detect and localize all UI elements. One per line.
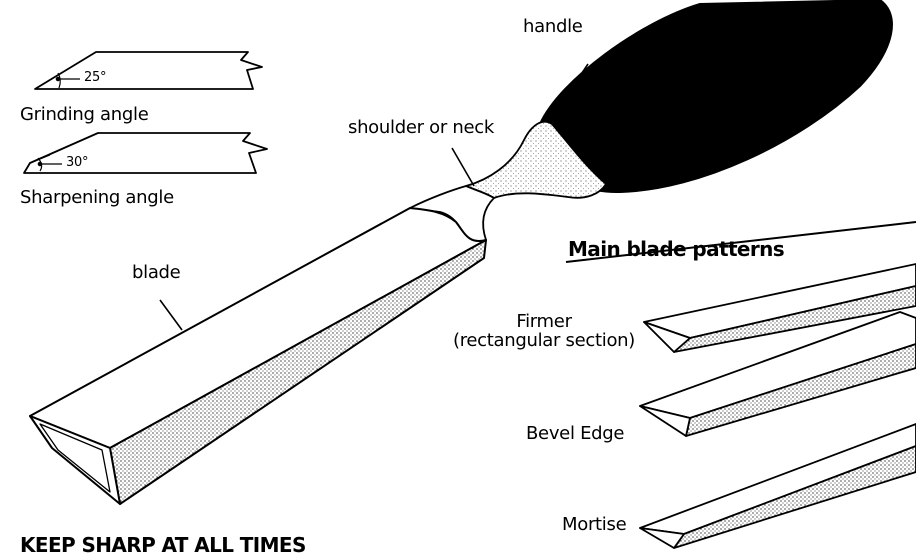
blade-label: blade [132,262,180,283]
grinding-angle-value: 25° [84,70,106,85]
grinding-angle-label: Grinding angle [20,104,148,125]
chisel-blade-top [30,208,486,448]
sharpening-angle-diagram [24,133,267,173]
sharpening-angle-label: Sharpening angle [20,187,174,208]
bevel-edge-label: Bevel Edge [526,423,624,444]
mortise-chisel-illustration [640,424,916,548]
footer-heading: KEEP SHARP AT ALL TIMES [20,533,306,557]
chisel-handle [540,0,892,192]
firmer-label-line2: (rectangular section) [448,331,640,350]
handle-label: handle [523,16,583,37]
firmer-label-line1: Firmer [448,312,640,331]
firmer-label: Firmer (rectangular section) [448,312,640,350]
neck-label: shoulder or neck [348,117,494,138]
patterns-heading: Main blade patterns [568,237,784,261]
grinding-angle-diagram [35,52,262,89]
mortise-label: Mortise [562,514,626,535]
sharpening-angle-value: 30° [66,155,88,170]
